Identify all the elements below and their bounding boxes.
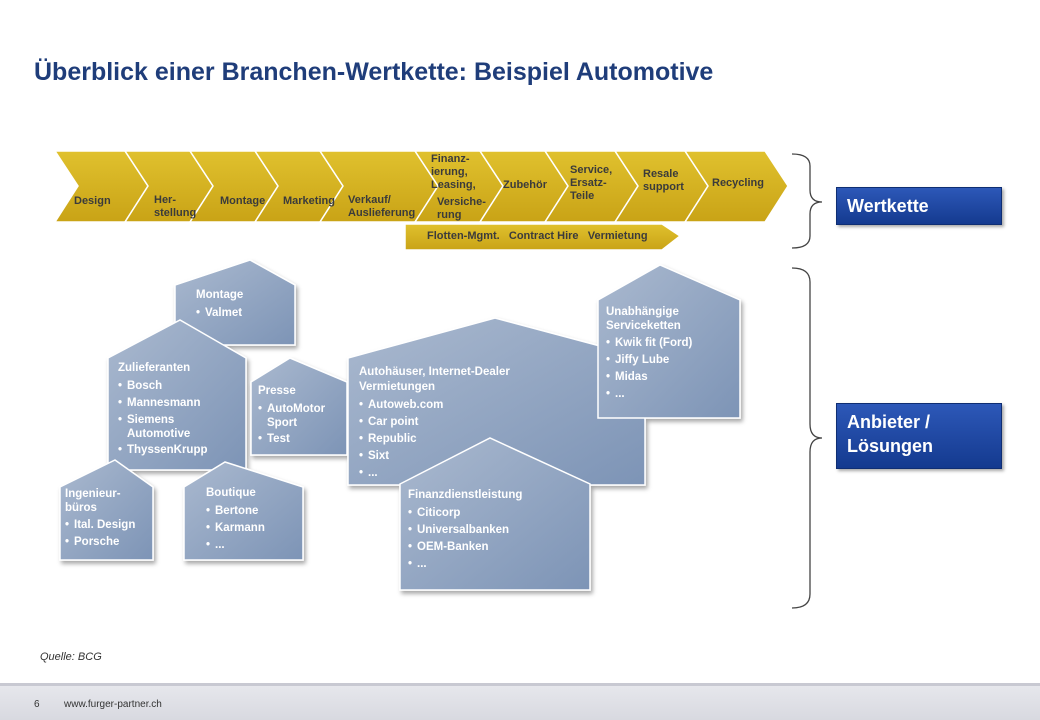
chain-step-resale: Resale support xyxy=(643,168,684,193)
list-item: Karmann xyxy=(206,521,301,536)
chain-step-verkauf: Verkauf/ Auslieferung xyxy=(348,194,416,219)
list-item: Kwik fit (Ford) xyxy=(606,336,736,351)
list-item: AutoMotor Sport xyxy=(258,402,346,430)
list-item: Sixt xyxy=(359,449,549,464)
box-unabhaengige: Unabhängige Serviceketten Kwik fit (Ford… xyxy=(606,305,736,404)
box-finanz: Finanzdienstleistung Citicorp Universalb… xyxy=(408,488,578,574)
list-item: Test xyxy=(258,432,346,447)
box-montage: Montage Valmet xyxy=(196,288,292,323)
list-item: Republic xyxy=(359,432,549,447)
list-item: Car point xyxy=(359,415,549,430)
footer-url: www.furger-partner.ch xyxy=(64,699,162,710)
list-item: ... xyxy=(359,466,549,481)
box-finanz-head: Finanzdienstleistung xyxy=(408,489,523,501)
chain-step-versicherung: Versiche- rung xyxy=(437,196,486,221)
page-number: 6 xyxy=(34,699,40,710)
label-wertkette: Wertkette xyxy=(836,187,1002,225)
chain-step-marketing: Marketing xyxy=(283,195,335,207)
chain-step-recycling: Recycling xyxy=(712,177,764,189)
list-item: Bosch xyxy=(118,379,244,394)
list-item: Universalbanken xyxy=(408,523,578,538)
list-item: ... xyxy=(206,538,301,553)
brace-wertkette xyxy=(791,153,823,249)
chain-lower-bar-label: Flotten-Mgmt. Contract Hire Vermietung xyxy=(427,230,648,242)
box-zulieferanten: Zulieferanten Bosch Mannesmann Siemens A… xyxy=(118,361,244,460)
list-item: Bertone xyxy=(206,504,301,519)
source-note: Quelle: BCG xyxy=(40,651,102,663)
list-item: ... xyxy=(606,387,736,402)
list-item: Autoweb.com xyxy=(359,398,549,413)
list-item: Siemens Automotive xyxy=(118,413,244,441)
box-presse-head: Presse xyxy=(258,385,296,397)
box-unabhaengige-head: Unabhängige Serviceketten xyxy=(606,306,681,332)
footer-bar: 6 www.furger-partner.ch xyxy=(0,683,1040,720)
box-boutique: Boutique Bertone Karmann ... xyxy=(206,486,301,555)
box-ingenieur: Ingenieur- büros Ital. Design Porsche xyxy=(65,487,153,552)
list-item: Valmet xyxy=(196,306,292,321)
brace-anbieter xyxy=(791,267,823,609)
list-item: Midas xyxy=(606,370,736,385)
list-item: ThyssenKrupp xyxy=(118,443,244,458)
box-autohaeuser-head: Autohäuser, Internet-Dealer Vermietungen xyxy=(359,366,510,393)
label-anbieter: Anbieter / Lösungen xyxy=(836,403,1002,469)
list-item: Jiffy Lube xyxy=(606,353,736,368)
box-autohaeuser: Autohäuser, Internet-Dealer Vermietungen… xyxy=(359,365,549,483)
page-title: Überblick einer Branchen-Wertkette: Beis… xyxy=(34,58,714,86)
box-zulieferanten-head: Zulieferanten xyxy=(118,362,191,374)
box-boutique-head: Boutique xyxy=(206,487,256,499)
list-item: OEM-Banken xyxy=(408,540,578,555)
list-item: Ital. Design xyxy=(65,518,153,533)
list-item: Porsche xyxy=(65,535,153,550)
list-item: Citicorp xyxy=(408,506,578,521)
box-ingenieur-head: Ingenieur- büros xyxy=(65,488,121,514)
chain-step-herstellung: Her- stellung xyxy=(154,194,197,219)
box-presse: Presse AutoMotor Sport Test xyxy=(258,384,346,449)
lower-chain-bar xyxy=(404,223,682,251)
chain-step-design: Design xyxy=(74,195,111,207)
chain-step-zubehoer: Zubehör xyxy=(503,179,547,191)
list-item: ... xyxy=(408,557,578,572)
list-item: Mannesmann xyxy=(118,396,244,411)
chain-step-finanzierung: Finanz- ierung, Leasing, xyxy=(431,153,476,191)
chain-step-montage: Montage xyxy=(220,195,266,207)
chevron-recycling xyxy=(683,150,789,223)
box-montage-head: Montage xyxy=(196,289,244,301)
chain-step-service: Service, Ersatz- Teile xyxy=(570,164,613,202)
